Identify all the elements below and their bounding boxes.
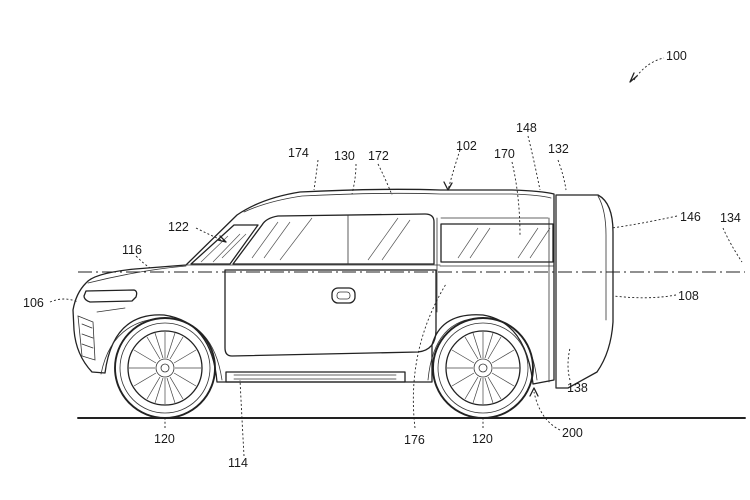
leader-lines — [49, 57, 743, 457]
reference-numerals: 100 102 106 108 114 116 120 120 122 130 … — [23, 49, 741, 470]
label-102: 102 — [456, 139, 477, 153]
side-step — [225, 371, 406, 383]
door-panel — [224, 269, 437, 357]
label-120-rear: 120 — [472, 432, 493, 446]
label-130: 130 — [334, 149, 355, 163]
label-116: 116 — [122, 243, 142, 257]
front-wheel — [114, 317, 216, 419]
label-138: 138 — [567, 381, 588, 395]
windows — [190, 213, 554, 265]
label-200: 200 — [562, 426, 583, 440]
label-120-front: 120 — [154, 432, 175, 446]
label-100: 100 — [666, 49, 687, 63]
label-148: 148 — [516, 121, 537, 135]
rear-module — [555, 194, 614, 389]
label-114: 114 — [228, 456, 248, 470]
label-174: 174 — [288, 146, 309, 160]
label-134: 134 — [720, 211, 741, 225]
label-108: 108 — [678, 289, 699, 303]
label-176: 176 — [404, 433, 425, 447]
label-132: 132 — [548, 142, 569, 156]
label-172: 172 — [368, 149, 389, 163]
label-106: 106 — [23, 296, 44, 310]
label-170: 170 — [494, 147, 515, 161]
label-146: 146 — [680, 210, 701, 224]
label-122: 122 — [168, 220, 189, 234]
rear-wheel — [432, 317, 534, 419]
front-fascia — [77, 289, 138, 361]
